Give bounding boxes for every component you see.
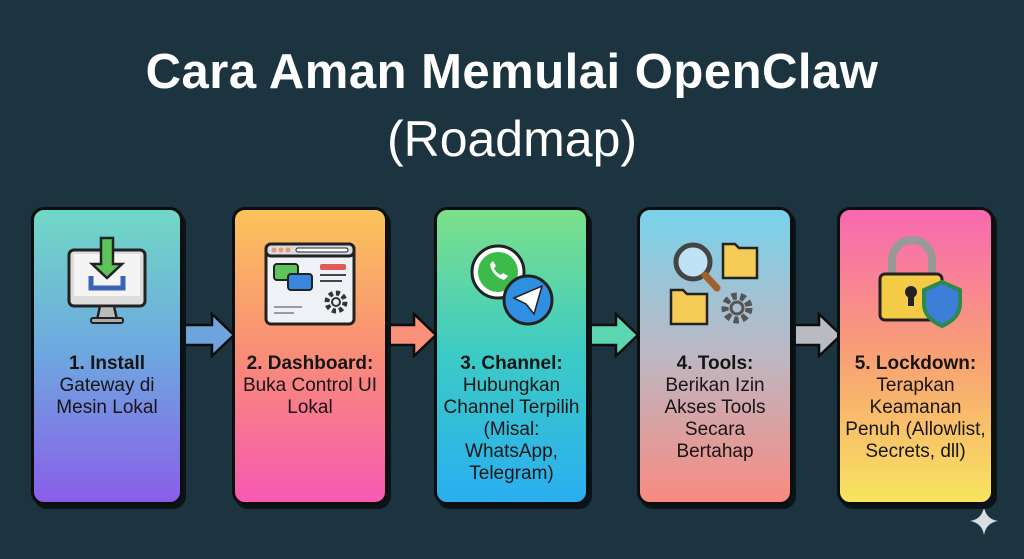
step-description: Hubungkan Channel Terpilih (Misal: Whats… bbox=[443, 375, 580, 484]
page-subtitle: (Roadmap) bbox=[386, 111, 638, 167]
step-description: Gateway di Mesin Lokal bbox=[56, 375, 158, 418]
step-heading: 3. Channel: bbox=[460, 353, 563, 374]
step-card-tools: 4. Tools: Berikan Izin Akses Tools Secar… bbox=[637, 207, 793, 505]
step-card-install: 1. Install Gateway di Mesin Lokal bbox=[31, 207, 183, 505]
page-title: Cara Aman Memulai OpenClaw bbox=[145, 45, 879, 99]
step-card-dashboard: 2. Dashboard: Buka Control UI Lokal bbox=[232, 207, 388, 505]
step-card-lockdown: 5. Lockdown: Terapkan Keamanan Penuh (Al… bbox=[837, 207, 994, 505]
dashboard-window-icon bbox=[264, 242, 356, 326]
step-description: Buka Control UI Lokal bbox=[242, 375, 378, 418]
step-heading: 1. Install bbox=[68, 353, 146, 374]
sparkle-icon bbox=[970, 507, 998, 535]
lock-shield-icon bbox=[878, 236, 962, 329]
arrow-right-icon bbox=[382, 312, 438, 358]
step-card-channel: 3. Channel: Hubungkan Channel Terpilih (… bbox=[434, 207, 589, 505]
step-description: Berikan Izin Akses Tools Secara Bertahap bbox=[664, 375, 766, 462]
step-heading: 2. Dashboard: bbox=[246, 353, 374, 374]
arrow-right-icon bbox=[584, 312, 640, 358]
whatsapp-telegram-icon bbox=[470, 244, 553, 326]
tools-folder-gear-icon bbox=[669, 242, 759, 326]
step-heading: 4. Tools: bbox=[676, 353, 754, 374]
step-description: Terapkan Keamanan Penuh (Allowlist, Secr… bbox=[845, 375, 986, 462]
arrow-right-icon bbox=[180, 312, 236, 358]
monitor-download-icon bbox=[67, 236, 147, 324]
arrow-right-icon bbox=[787, 312, 843, 358]
step-heading: 5. Lockdown: bbox=[854, 353, 977, 374]
